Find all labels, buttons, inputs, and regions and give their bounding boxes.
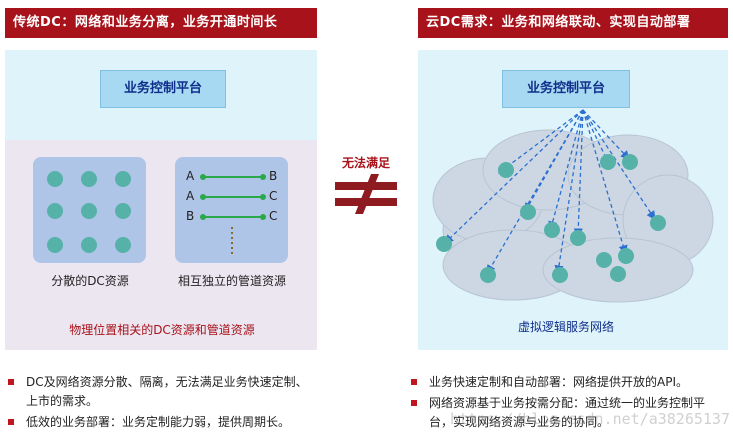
left-bullet-text: DC及网络资源分散、隔离，无法满足业务快速定制、上市的需求。	[26, 375, 308, 408]
dc-node	[47, 171, 63, 187]
left-bullet-list: DC及网络资源分散、隔离，无法满足业务快速定制、上市的需求。 低效的业务部署：业…	[8, 373, 318, 434]
dc-node	[81, 203, 97, 219]
right-bullet-text: 网络资源基于业务按需分配：通过统一的业务控制平台，实现网络资源与业务的协同。	[429, 396, 706, 429]
virtual-network-diagram	[432, 109, 714, 303]
pipe-resource-box: A B A C B C	[175, 157, 288, 263]
pipe-resource-label: 相互独立的管道资源	[177, 274, 286, 288]
right-bullet-text: 业务快速定制和自动部署：网络提供开放的API。	[429, 375, 688, 389]
dc-node	[81, 171, 97, 187]
bullet-square-icon	[8, 419, 14, 425]
left-control-platform: 业务控制平台	[100, 70, 226, 108]
list-item: 网络资源基于业务按需分配：通过统一的业务控制平台，实现网络资源与业务的协同。	[411, 394, 711, 432]
left-header: 传统DC：网络和业务分离，业务开通时间长	[5, 8, 317, 38]
list-item: 业务快速定制和自动部署：网络提供开放的API。	[411, 373, 711, 392]
right-control-platform: 业务控制平台	[502, 70, 630, 108]
pipe-endpoint-b-3: C	[269, 209, 278, 223]
right-header: 云DC需求：业务和网络联动、实现自动部署	[418, 8, 728, 38]
pipe-endpoint-a-2: A	[186, 189, 195, 203]
dc-node	[115, 171, 131, 187]
right-bullet-list: 业务快速定制和自动部署：网络提供开放的API。 网络资源基于业务按需分配：通过统…	[411, 373, 711, 434]
dc-node	[47, 203, 63, 219]
dc-node	[115, 203, 131, 219]
pipe-endpoint-b-1: B	[269, 169, 278, 183]
left-bottom-label: 物理位置相关的DC资源和管道资源	[69, 323, 255, 337]
dc-node	[115, 237, 131, 253]
dc-node	[47, 237, 63, 253]
link-arrows	[444, 109, 656, 275]
cloud-label: 虚拟逻辑服务网络	[517, 320, 614, 334]
virtual-nodes	[436, 154, 666, 283]
watermark: https://blog.csdn.net/a38265137	[450, 410, 730, 428]
pipe-endpoint-a-3: B	[186, 209, 195, 223]
not-equal-icon	[335, 174, 397, 214]
not-satisfied-label: 无法满足	[341, 156, 390, 170]
bullet-square-icon	[411, 400, 417, 406]
list-item: 低效的业务部署：业务定制能力弱，提供周期长。	[8, 413, 318, 432]
dc-node	[81, 237, 97, 253]
bullet-square-icon	[8, 379, 14, 385]
pipe-endpoint-a-1: A	[186, 169, 195, 183]
pipe-lines	[200, 174, 266, 255]
left-bullet-text: 低效的业务部署：业务定制能力弱，提供周期长。	[26, 415, 291, 429]
dc-resource-box	[33, 157, 146, 263]
pipe-endpoint-b-2: C	[269, 189, 278, 203]
list-item: DC及网络资源分散、隔离，无法满足业务快速定制、上市的需求。	[8, 373, 318, 411]
bullet-square-icon	[411, 379, 417, 385]
cloud-shape	[432, 129, 714, 303]
dc-resource-label: 分散的DC资源	[51, 274, 129, 288]
